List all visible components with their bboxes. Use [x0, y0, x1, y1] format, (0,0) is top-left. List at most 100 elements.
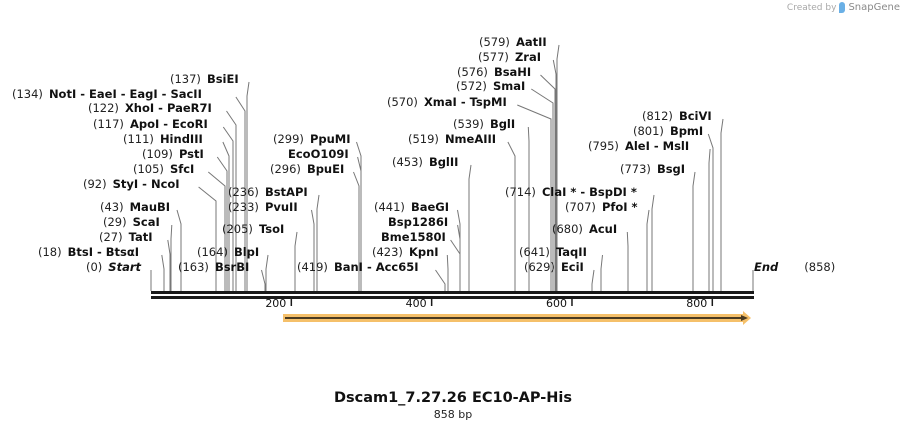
cut-site-connector — [222, 126, 234, 291]
cut-site-connector — [198, 186, 217, 291]
enzyme-site-label[interactable]: (680)AcuI — [552, 222, 617, 236]
enzyme-name: EcoO109I — [288, 147, 349, 161]
enzyme-name: HindIII — [159, 132, 203, 146]
cut-site-connector — [261, 269, 266, 291]
enzyme-site-label[interactable]: (299)PpuMI — [273, 132, 351, 146]
enzyme-site-label[interactable]: (117)ApoI-EcoRI — [93, 117, 208, 131]
enzyme-site-label[interactable]: (236)BstAPI — [228, 185, 308, 199]
enzyme-name: SfcI — [169, 162, 195, 176]
enzyme-name: MslI — [662, 139, 690, 153]
site-position: (519) — [408, 132, 439, 146]
feature-arrow-core — [285, 315, 748, 321]
cut-site-connector — [517, 104, 552, 291]
enzyme-site-label[interactable]: (163)BsrBI — [178, 260, 249, 274]
enzyme-name: PaeR7I — [166, 101, 212, 115]
enzyme-site-label[interactable]: (441)BaeGI — [374, 200, 449, 214]
site-position: (453) — [392, 155, 423, 169]
enzyme-name: Start — [108, 260, 142, 274]
cut-site-connector — [507, 141, 516, 291]
site-position: (579) — [479, 35, 510, 49]
credit-watermark: Created by SnapGene — [787, 2, 900, 13]
enzyme-name: BaeGI — [410, 200, 449, 214]
cut-site-connector — [556, 44, 560, 291]
enzyme-site-label[interactable]: (18)BtsI-BtsαI — [38, 245, 139, 259]
enzyme-name: AcuI — [588, 222, 618, 236]
enzyme-site-label[interactable]: (134)NotI-EaeI-EagI-SacII — [12, 87, 202, 101]
site-position: (423) — [372, 245, 403, 259]
enzyme-site-label[interactable]: Bsp1286I — [388, 215, 448, 229]
name-separator: - — [120, 87, 126, 101]
enzyme-site-label[interactable]: (27)TatI — [99, 230, 153, 244]
cut-site-connector — [235, 96, 246, 291]
cut-site-connector — [552, 59, 557, 291]
enzyme-site-label[interactable]: (423) KpnI — [372, 245, 439, 259]
enzyme-site-label[interactable]: (453) BglII — [392, 155, 458, 169]
cut-site-connector — [540, 74, 556, 291]
cut-site-connector — [311, 209, 315, 291]
name-separator: - — [161, 87, 167, 101]
enzyme-site-label[interactable]: (570)XmaI-TspMI — [387, 95, 507, 109]
enzyme-site-label[interactable]: Bme1580I — [381, 230, 446, 244]
enzyme-site-label[interactable]: (105)SfcI — [133, 162, 194, 176]
enzyme-site-label[interactable]: (111) HindIII — [123, 132, 203, 146]
enzyme-site-label[interactable]: EcoO109I — [288, 147, 349, 161]
enzyme-name: BsaHI — [493, 65, 532, 79]
enzyme-site-label[interactable]: (29)ScaI — [103, 215, 160, 229]
enzyme-site-label[interactable]: (707)PfoI * — [565, 200, 638, 214]
enzyme-site-label[interactable]: (714)ClaI *-BspDI * — [505, 185, 637, 199]
site-position: (43) — [100, 200, 124, 214]
enzyme-site-label[interactable]: (572)SmaI — [456, 79, 525, 93]
enzyme-site-label[interactable]: (579)AatII — [479, 35, 547, 49]
enzyme-name: ApoI — [129, 117, 160, 131]
enzyme-site-label[interactable]: (233)PvuII — [228, 200, 298, 214]
enzyme-site-label[interactable]: (296)BpuEI — [270, 162, 344, 176]
site-position: (773) — [620, 162, 651, 176]
enzyme-site-label[interactable]: (92)StyI-NcoI — [83, 177, 180, 191]
enzyme-site-label[interactable]: (576)BsaHI — [457, 65, 531, 79]
enzyme-site-label[interactable]: (641)TaqII — [519, 245, 587, 259]
enzyme-name: ClaI * — [541, 185, 577, 199]
site-position: (858) — [804, 260, 836, 274]
enzyme-name: EciI — [560, 260, 584, 274]
name-separator: - — [580, 185, 586, 199]
enzyme-site-label[interactable]: End (858) — [754, 260, 835, 274]
enzyme-site-label[interactable]: (419)BanI-Acc65I — [297, 260, 419, 274]
name-separator: - — [158, 101, 163, 115]
sequence-length: 858 bp — [433, 408, 473, 421]
enzyme-site-label[interactable]: (539)BglI — [453, 117, 515, 131]
name-separator: - — [97, 245, 102, 259]
enzyme-site-label[interactable]: (801)BpmI — [633, 124, 703, 138]
enzyme-site-label[interactable]: (519)NmeAIII — [408, 132, 496, 146]
enzyme-name: BpuEI — [306, 162, 345, 176]
cut-site-connector — [294, 231, 298, 291]
enzyme-name: End — [754, 260, 779, 274]
enzyme-name: BtsαI — [105, 245, 140, 259]
cut-site-connector — [720, 118, 724, 291]
enzyme-site-label[interactable]: (164)BlpI — [197, 245, 259, 259]
enzyme-name: ZraI — [514, 50, 541, 64]
site-position: (134) — [12, 87, 43, 101]
enzyme-name: KpnI — [408, 245, 439, 259]
site-position: (29) — [103, 215, 127, 229]
enzyme-site-label[interactable]: (795)AleI-MslI — [588, 139, 689, 153]
sequence-title: Dscam1_7.27.26 EC10-AP-His — [333, 390, 573, 406]
axis-tick-label: 800 — [686, 297, 708, 310]
snapgene-logo-icon — [839, 2, 846, 13]
site-position: (111) — [123, 132, 154, 146]
enzyme-site-label[interactable]: (137)BsiEI — [170, 72, 239, 86]
cut-site-connector — [316, 194, 320, 291]
enzyme-site-label[interactable]: (812)BciVI — [642, 109, 712, 123]
enzyme-site-label[interactable]: (43)MauBI — [100, 200, 170, 214]
enzyme-site-label[interactable]: (629)EciI — [524, 260, 584, 274]
credit-prefix: Created by — [786, 2, 837, 13]
name-separator: - — [163, 117, 169, 131]
enzyme-site-label[interactable]: (205)TsoI — [222, 222, 284, 236]
enzyme-site-label[interactable]: (773)BsgI — [620, 162, 685, 176]
enzyme-name: BglII — [428, 155, 459, 169]
enzyme-site-label[interactable]: (0)Start — [86, 260, 141, 274]
enzyme-name: NcoI — [150, 177, 180, 191]
enzyme-site-label[interactable]: (122)XhoI-PaeR7I — [88, 101, 212, 115]
enzyme-site-label[interactable]: (577)ZraI — [478, 50, 541, 64]
enzyme-site-label[interactable]: (109)PstI — [142, 147, 204, 161]
